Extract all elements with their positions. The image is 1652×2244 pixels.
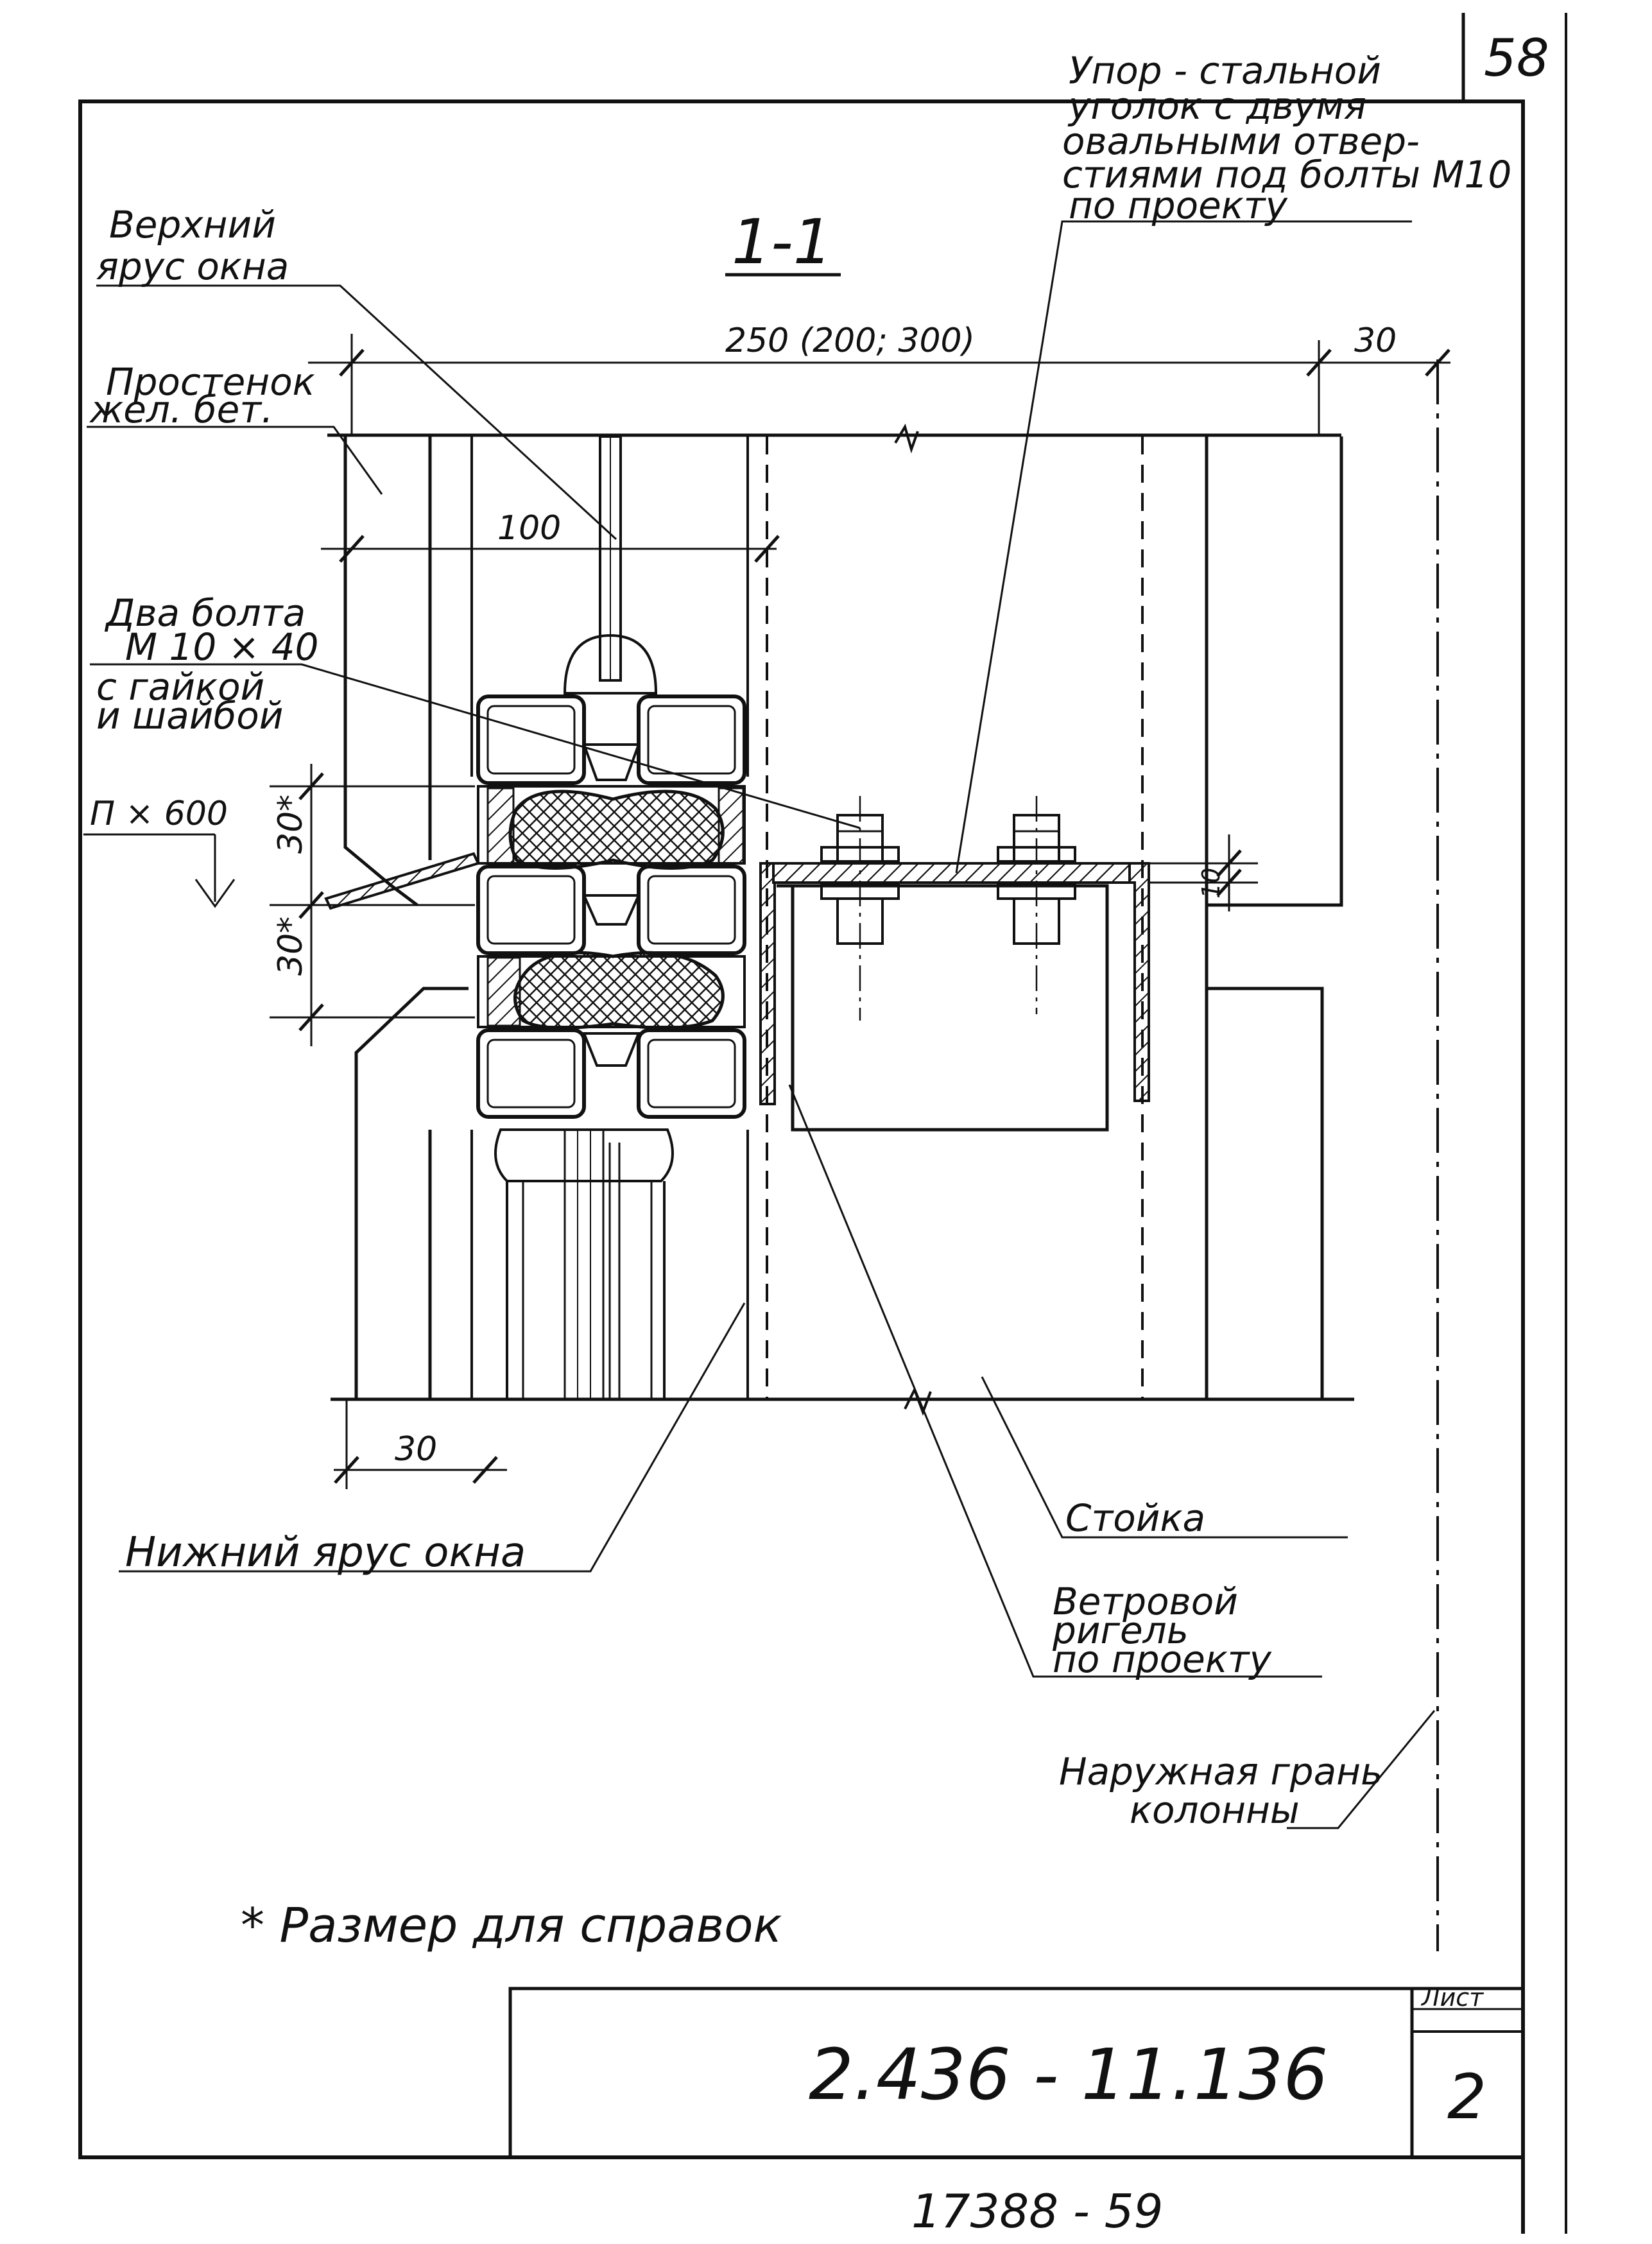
dim-bottom-offset: 30 <box>395 1430 437 1469</box>
label-angle-2: уголок с двумя <box>1067 84 1366 128</box>
label-bolts-4: и шайбой <box>96 694 283 738</box>
label-angle-3: овальными отвер- <box>1062 119 1420 163</box>
section-drawing <box>324 359 1439 1951</box>
title-block <box>508 1987 1525 2159</box>
callout-wind-girder: Ветровой ригель по проекту <box>1052 1580 1272 1681</box>
callout-lower-window: Нижний ярус окна <box>125 1529 526 1576</box>
label-column-1: Наружная грань <box>1059 1750 1382 1793</box>
dim-gap-upper: 30* <box>271 795 310 854</box>
archive-number: 17388 - 59 <box>911 2184 1163 2238</box>
dimension-lines <box>83 334 1450 1489</box>
callout-pier: Простенок жел. бет. <box>89 360 315 431</box>
label-upper-window-1: Верхний <box>109 203 276 246</box>
label-girder-2: ригель <box>1052 1609 1189 1652</box>
label-column-2: колонны <box>1130 1788 1300 1832</box>
dim-offset-right: 30 <box>1354 322 1397 360</box>
callout-angle-stop: Упор - стальной уголок с двумя овальными… <box>1062 49 1511 227</box>
sheet-label: Лист <box>1420 1983 1484 2012</box>
document-code: 2.436 - 11.136 <box>809 2033 1328 2116</box>
label-bolts-3: с гайкой <box>96 665 264 709</box>
dim-width-main: 250 (200; 300) <box>725 322 975 360</box>
label-pier-2: жел. бет. <box>89 388 273 431</box>
label-girder-3: по проекту <box>1053 1637 1272 1681</box>
label-angle-1: Упор - стальной <box>1069 49 1381 92</box>
callout-bolts: Два болта М 10 × 40 с гайкой и шайбой <box>96 591 319 738</box>
label-bolts-2: М 10 × 40 <box>125 625 319 669</box>
dimension-labels: 250 (200; 300) 30 100 30* 30* П × 600 10… <box>90 322 1397 1469</box>
callout-post: Стойка <box>1065 1496 1205 1540</box>
label-angle-5: по проекту <box>1069 184 1288 227</box>
dim-frame-depth: 100 <box>497 509 561 548</box>
dim-angle-thickness: 10 <box>1197 868 1225 899</box>
label-bolts-1: Два болта <box>104 591 305 635</box>
dim-gap-lower: 30* <box>271 917 310 976</box>
sheet-number: 2 <box>1447 2061 1486 2133</box>
page-number: 58 <box>1484 28 1549 88</box>
label-pier-1: Простенок <box>106 360 315 404</box>
label-girder-1: Ветровой <box>1053 1580 1238 1623</box>
label-upper-window-2: ярус окна <box>96 245 289 288</box>
callout-upper-window: Верхний ярус окна <box>96 203 289 288</box>
label-angle-4: стиями под болты М10 <box>1062 153 1511 196</box>
callout-column-face: Наружная грань колонны <box>1059 1750 1382 1832</box>
leader-lines <box>87 220 1436 1829</box>
section-title: 1-1 <box>732 206 832 278</box>
footnote: * Размер для справок <box>241 1898 782 1953</box>
dim-flashing: П × 600 <box>90 795 228 833</box>
